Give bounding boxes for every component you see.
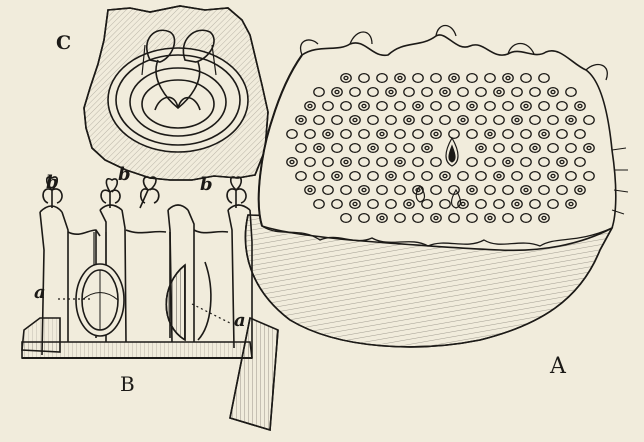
label-a-right: a — [234, 312, 246, 330]
label-panel-a: A — [550, 356, 566, 378]
label-b-1: b — [46, 174, 59, 192]
label-b-3: b — [200, 176, 213, 194]
panel-b-section — [22, 177, 252, 358]
label-c: C — [56, 34, 71, 53]
label-a-left: a — [34, 284, 46, 302]
panel-a-colony — [230, 26, 628, 431]
label-panel-b: B — [120, 374, 135, 394]
panel-c-section — [84, 6, 268, 180]
label-b-2: b — [118, 166, 131, 184]
